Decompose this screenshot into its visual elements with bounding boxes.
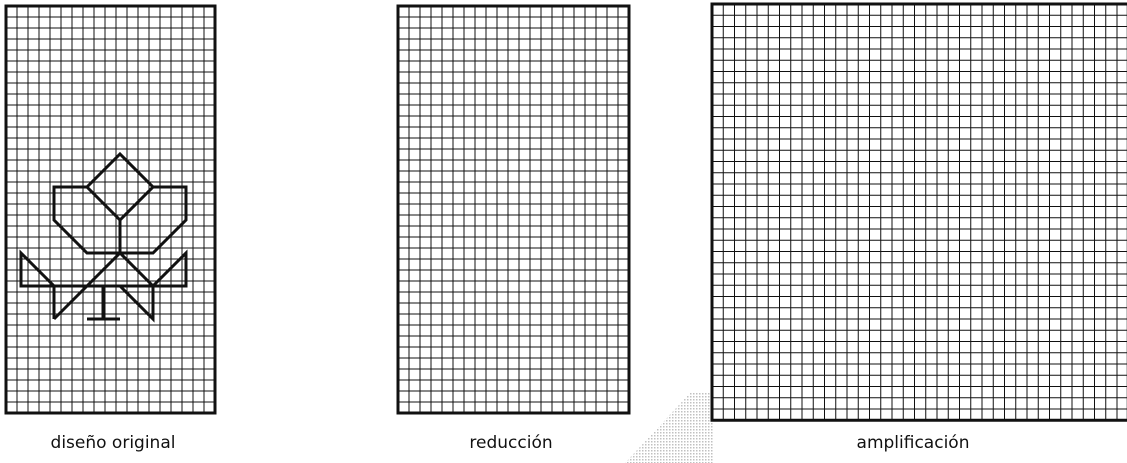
grid-border: [712, 4, 1127, 420]
grid-amplificacion: [712, 4, 1127, 420]
grid-border: [398, 6, 629, 413]
caption-amplificacion: amplificación: [857, 433, 970, 453]
caption-original: diseño original: [51, 433, 176, 453]
watermark-shape: [625, 393, 714, 463]
caption-reduccion: reducción: [469, 433, 552, 453]
flower-head: [87, 154, 153, 220]
grid-reduccion: [398, 6, 629, 413]
